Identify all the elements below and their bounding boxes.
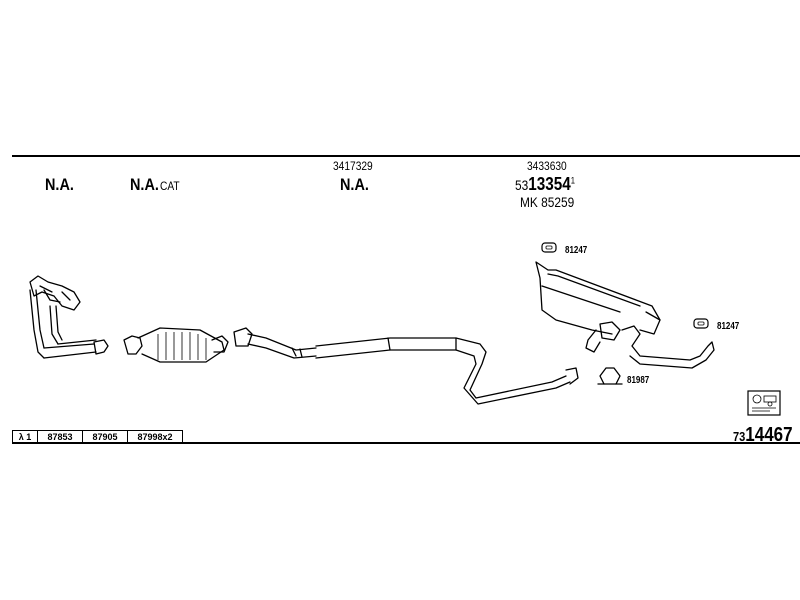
lambda-sensor-table: λ 1 87853 87905 87998x2	[12, 430, 183, 444]
column-4-alt-number: 53133541	[515, 174, 575, 195]
kit-number: 7314467	[733, 424, 793, 447]
sensor-part-3: 87998x2	[137, 432, 173, 442]
column-2-label: N.A.CAT	[130, 175, 183, 195]
fitting-kit-icon	[747, 390, 781, 416]
clamp-icon	[597, 367, 623, 385]
kit-number-main: 14467	[745, 424, 793, 446]
column-1-label: N.A.	[45, 175, 74, 194]
alt-number-prefix: 53	[515, 177, 529, 193]
intermediate-pipe-drawing	[233, 327, 579, 405]
alt-number-main: 13354	[528, 174, 571, 194]
column-3-label: N.A.	[340, 175, 369, 194]
alt-number-suffix: 1	[570, 175, 576, 186]
column-2-label-suffix: CAT	[160, 179, 180, 193]
column-3-part-number: 3417329	[333, 159, 373, 173]
upper-mount-ref: 81247	[565, 245, 588, 256]
rubber-mount-icon	[541, 242, 557, 253]
sensor-part-1: 87853	[38, 431, 83, 444]
top-rule	[12, 155, 800, 157]
right-mount-ref: 81247	[717, 321, 740, 332]
column-4-part-number: 3433630	[527, 159, 567, 173]
rubber-mount-icon	[693, 318, 709, 329]
kit-number-prefix: 73	[733, 429, 746, 444]
clamp-ref: 81987	[627, 375, 650, 386]
bottom-rule	[12, 442, 800, 444]
rear-silencer-drawing	[535, 261, 715, 369]
column-4-mk-number: MK 85259	[520, 194, 575, 210]
front-pipe-drawing	[29, 275, 109, 359]
catalytic-converter-drawing	[123, 327, 229, 363]
column-2-label-main: N.A.	[130, 175, 159, 194]
sensor-part-2: 87905	[83, 431, 128, 444]
lambda-sensor-icon: λ 1	[13, 431, 38, 444]
